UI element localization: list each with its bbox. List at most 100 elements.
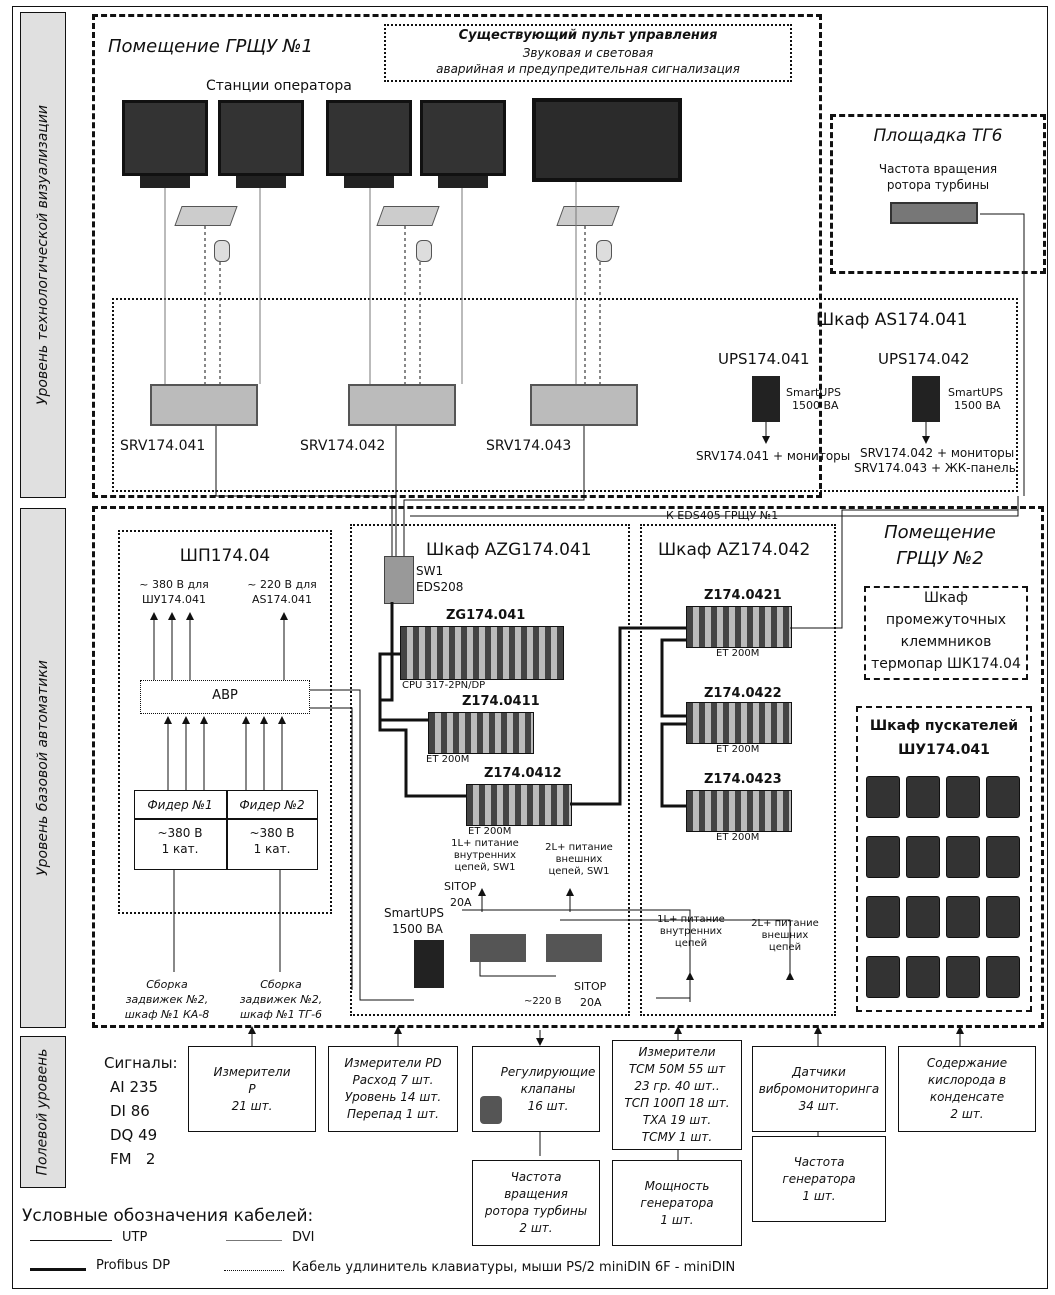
- field-box-line: вращения: [504, 1187, 568, 1201]
- field-box-line: 23 гр. 40 шт..: [634, 1079, 720, 1093]
- monitor-stand: [438, 176, 488, 188]
- shu-line2: ШУ174.041: [898, 742, 990, 758]
- tg6-line2: ротора турбины: [886, 178, 990, 192]
- io-module-icon: [428, 712, 534, 754]
- field-box-line: Содержание: [926, 1056, 1008, 1070]
- field-box-line: P: [248, 1081, 256, 1096]
- signals-ai: AI 235: [110, 1078, 159, 1096]
- field-box-gen-power: Мощность генератора 1 шт.: [612, 1160, 742, 1246]
- legend-title: Условные обозначения кабелей:: [22, 1206, 314, 1226]
- io-module-icon: [686, 606, 792, 648]
- sitop1-rating: 20A: [450, 896, 472, 909]
- monitor-icon: [420, 100, 506, 176]
- feeder-hdivider: [134, 818, 318, 820]
- power-supply-icon: [470, 934, 526, 962]
- signals-di: DI 86: [110, 1102, 150, 1120]
- azg-ups-model1: SmartUPS: [384, 906, 444, 920]
- ups1-load: SRV174.041 + мониторы: [696, 449, 851, 463]
- as-cabinet-title: Шкаф AS174.041: [816, 310, 968, 330]
- room1-title: Помещение ГРЩУ №1: [108, 36, 313, 57]
- field-box-line: клапаны: [520, 1081, 576, 1096]
- field-box-pressure: Измерители P 21 шт.: [188, 1046, 316, 1132]
- sitop2-rating: 20A: [580, 996, 602, 1009]
- field-box-line: ТСП 100П 18 шт.: [624, 1096, 730, 1110]
- contactor-icon: [946, 836, 980, 878]
- legend-profibus-line: [30, 1268, 86, 1271]
- cpu-label: CPU 317-2PN/DP: [402, 680, 486, 691]
- ups2-model2: 1500 ВА: [954, 399, 1001, 412]
- ups-icon: [414, 940, 444, 988]
- z423-label: Z174.0423: [704, 772, 782, 787]
- level-field: Полевой уровень: [20, 1036, 66, 1188]
- contactor-icon: [866, 896, 900, 938]
- shp-out1b: ШУ174.041: [142, 593, 206, 606]
- az-p1b: внутренних: [659, 926, 723, 937]
- plc-rack-icon: [400, 626, 564, 680]
- speed-indicator-icon: [890, 202, 978, 224]
- az-et3: ET 200M: [716, 832, 760, 843]
- field-box-line: Измерители: [638, 1045, 716, 1059]
- field-box-line: Уровень 14 шт.: [344, 1090, 442, 1104]
- switch-name: SW1: [416, 564, 444, 578]
- wk-line3: клеммников: [900, 634, 992, 650]
- field-box-line: 1 шт.: [660, 1212, 694, 1227]
- legend-ps2-label: Кабель удлинитель клавиатуры, мыши PS/2 …: [292, 1260, 736, 1275]
- field-box-pd: Измерители PD Расход 7 шт. Уровень 14 шт…: [328, 1046, 458, 1132]
- field-box-line: Частота: [793, 1154, 845, 1169]
- wk-line2: промежуточных: [885, 612, 1007, 628]
- azg-p1a: 1L+ питание: [451, 838, 519, 849]
- feeder1-category: 1 кат.: [161, 842, 199, 856]
- field-box-line: конденсате: [929, 1090, 1005, 1104]
- field-box-line: Частота: [510, 1170, 562, 1184]
- keyboard-icon: [556, 206, 620, 226]
- field-box-line: 2 шт.: [950, 1107, 984, 1121]
- field-box-turbine-speed: Частота вращения ротора турбины 2 шт.: [472, 1160, 600, 1246]
- ups1-model1: SmartUPS: [786, 386, 841, 399]
- ups1-model2: 1500 ВА: [792, 399, 839, 412]
- outer-frame: [12, 6, 1048, 1289]
- shp-out2b: AS174.041: [252, 593, 312, 606]
- avr-box[interactable]: [140, 680, 310, 714]
- monitor-icon: [218, 100, 304, 176]
- valve-icon: [480, 1096, 502, 1124]
- legend-ps2-line: [224, 1270, 284, 1271]
- ups2-load2: SRV174.043 + ЖК-панель: [854, 461, 1016, 475]
- legend-profibus-label: Profibus DP: [96, 1258, 171, 1273]
- ups2-name: UPS174.042: [878, 350, 970, 368]
- ac220-label: ~220 В: [524, 996, 562, 1007]
- azg-p2b: внешних: [555, 854, 603, 865]
- ups-icon: [912, 376, 940, 422]
- sitop2-label: SITOP: [574, 980, 607, 993]
- tg6-frame: [830, 114, 1046, 274]
- contactor-icon: [946, 896, 980, 938]
- server-label-3: SRV174.043: [486, 438, 572, 454]
- monitor-stand: [236, 176, 286, 188]
- field-box-line: ТХА 19 шт.: [642, 1113, 712, 1127]
- et1-label: ET 200M: [426, 754, 470, 765]
- server-icon: [150, 384, 258, 426]
- shp-out2a: ~ 220 В для: [247, 578, 317, 591]
- az-title: Шкаф AZ174.042: [658, 540, 811, 560]
- monitor-stand: [140, 176, 190, 188]
- source1-a: Сборка: [146, 978, 188, 991]
- legend-utp-line: [30, 1240, 112, 1241]
- server-icon: [530, 384, 638, 426]
- zg-label: ZG174.041: [446, 608, 526, 623]
- field-box-thermo: Измерители ТСМ 50М 55 шт 23 гр. 40 шт.. …: [612, 1040, 742, 1150]
- server-label-2: SRV174.042: [300, 438, 386, 454]
- field-box-line: кислорода в: [927, 1073, 1007, 1087]
- server-label-1: SRV174.041: [120, 438, 206, 454]
- az-et1: ET 200M: [716, 648, 760, 659]
- shp-title: ШП174.04: [179, 546, 271, 566]
- field-box-line: 34 шт.: [798, 1098, 840, 1113]
- io-module-icon: [686, 702, 792, 744]
- z421-label: Z174.0421: [704, 588, 782, 603]
- azg-ups-model2: 1500 ВА: [392, 922, 443, 936]
- field-box-line: ТСМ 50М 55 шт: [628, 1062, 726, 1076]
- field-box-line: Измерители: [213, 1064, 291, 1079]
- field-box-line: генератора: [782, 1171, 856, 1186]
- field-box-oxygen: Содержание кислорода в конденсате 2 шт.: [898, 1046, 1036, 1132]
- field-box-line: вибромониторинга: [758, 1081, 880, 1096]
- tg6-line1: Частота вращения: [878, 162, 998, 176]
- azg-p2a: 2L+ питание: [545, 842, 613, 853]
